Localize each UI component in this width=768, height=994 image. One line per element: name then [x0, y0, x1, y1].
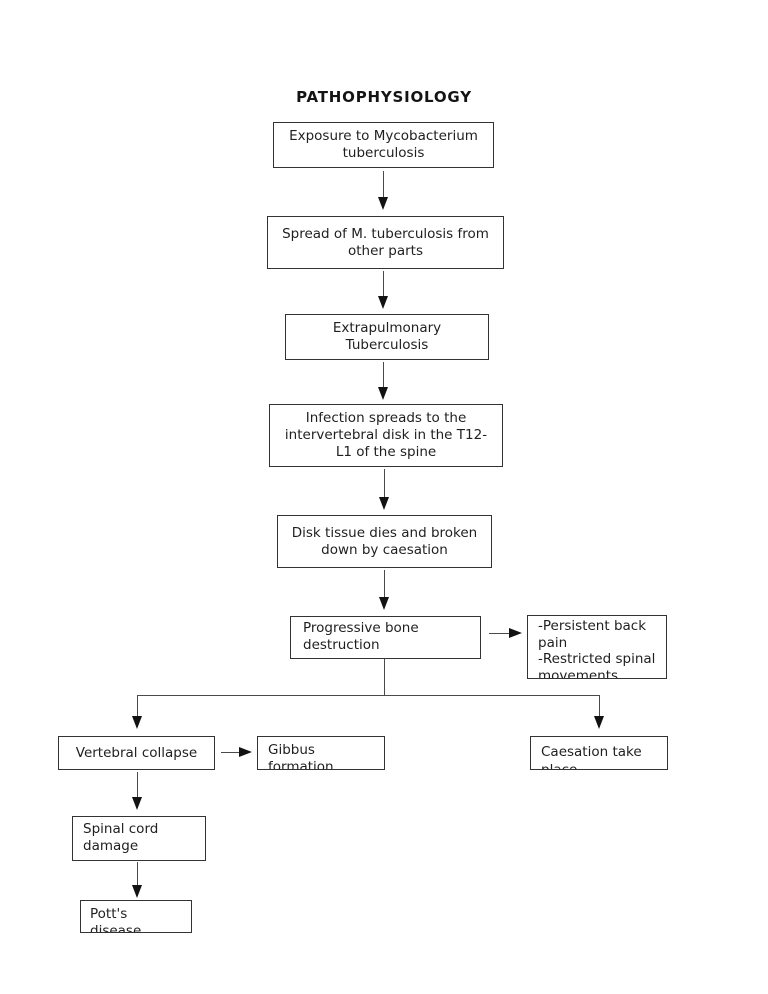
node-extrapulmonary-line-2: Tuberculosis: [345, 337, 429, 353]
node-gibbus-line-1: Gibbus: [268, 742, 315, 758]
node-bone-destruction: Progressive bone destruction: [290, 616, 481, 659]
node-disk-breakdown: Disk tissue dies and broken down by caes…: [277, 515, 492, 568]
node-spread-line-1: Spread of M. tuberculosis from: [282, 225, 489, 242]
node-spread: Spread of M. tuberculosis from other par…: [267, 216, 504, 269]
node-exposure: Exposure to Mycobacterium tuberculosis: [273, 122, 494, 168]
node-spinal-cord: Spinal cord damage: [72, 816, 206, 861]
node-disk-breakdown-line-1: Disk tissue dies and broken: [291, 524, 478, 541]
node-infection-line-3: L1 of the spine: [335, 444, 437, 460]
node-potts-line-2: disease: [90, 923, 142, 933]
node-vertebral-collapse: Vertebral collapse: [58, 736, 215, 770]
node-symptoms: -Persistent back pain -Restricted spinal…: [527, 615, 667, 679]
node-spinal-cord-line-1: Spinal cord: [83, 821, 159, 837]
node-caesation-line-1: Caesation take: [541, 744, 642, 760]
node-infection: Infection spreads to the intervertebral …: [269, 404, 503, 467]
node-symptoms-line-4: movements: [538, 667, 619, 679]
node-bone-destruction-line-1: Progressive bone: [303, 620, 419, 636]
node-potts-line-1: Pott's: [90, 906, 128, 922]
node-potts: Pott's disease: [80, 900, 192, 933]
node-extrapulmonary-line-1: Extrapulmonary: [332, 320, 442, 336]
node-gibbus: Gibbus formation: [257, 736, 385, 770]
node-caesation-line-2: place: [541, 762, 578, 770]
node-symptoms-line-2: pain: [538, 634, 568, 651]
node-spinal-cord-line-2: damage: [83, 838, 139, 854]
node-symptoms-line-1: -Persistent back: [538, 618, 647, 634]
node-bone-destruction-line-2: destruction: [303, 637, 380, 653]
node-gibbus-line-2: formation: [268, 759, 334, 770]
node-caesation: Caesation take place: [530, 736, 668, 770]
node-disk-breakdown-line-2: down by caesation: [321, 541, 448, 558]
node-infection-line-2: intervertebral disk in the T12-: [284, 427, 488, 443]
page-title: PATHOPHYSIOLOGY: [296, 88, 472, 106]
node-extrapulmonary: Extrapulmonary Tuberculosis: [285, 314, 489, 360]
node-spread-line-2: other parts: [348, 242, 423, 259]
node-vertebral-collapse-line-1: Vertebral collapse: [75, 744, 198, 761]
node-exposure-line-2: tuberculosis: [342, 145, 425, 161]
node-infection-line-1: Infection spreads to the: [305, 410, 467, 426]
node-symptoms-line-3: -Restricted spinal: [538, 651, 656, 667]
node-exposure-line-1: Exposure to Mycobacterium: [289, 128, 478, 144]
